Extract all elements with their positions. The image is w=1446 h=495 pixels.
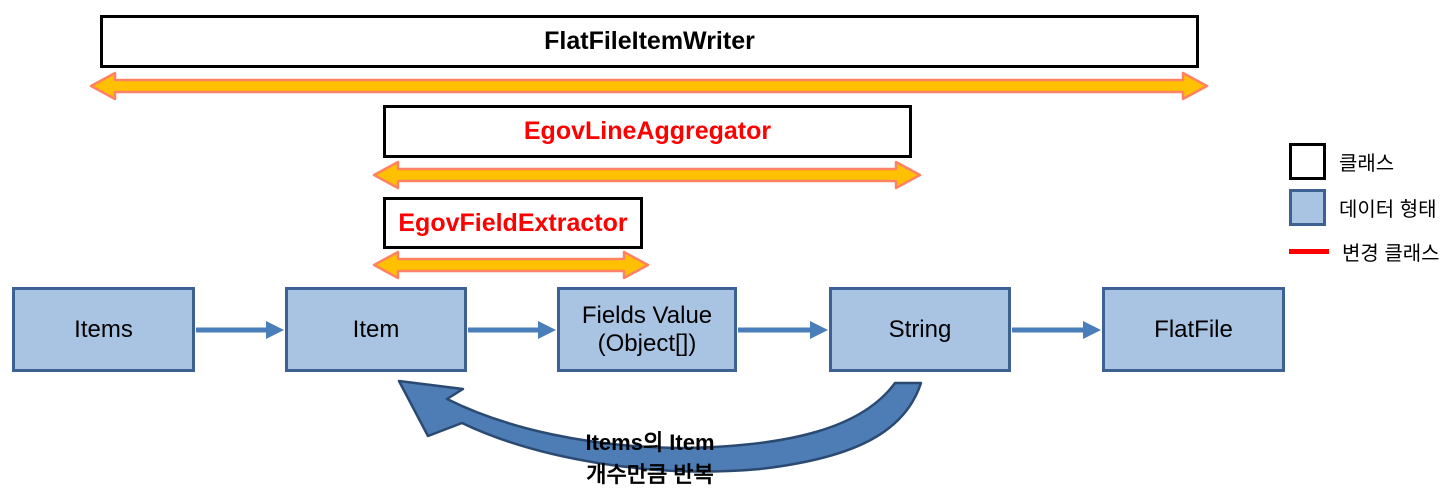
- data-node-string: String: [829, 287, 1011, 372]
- legend-item-changed-class: 변경 클래스: [1289, 236, 1440, 267]
- range-arrow-extractor-icon: [372, 250, 650, 280]
- data-box-swatch-icon: [1289, 189, 1326, 226]
- class-box-label: FlatFileItemWriter: [544, 27, 755, 55]
- legend-label: 클래스: [1339, 153, 1395, 175]
- data-node-items: Items: [12, 287, 195, 372]
- data-node-label: FlatFile: [1154, 315, 1233, 343]
- changed-class-line-swatch-icon: [1289, 249, 1329, 254]
- legend-item-data-format: 데이터 형태: [1289, 189, 1437, 226]
- legend-label: 변경 클래스: [1342, 243, 1440, 265]
- data-node-item: Item: [285, 287, 467, 372]
- range-arrow-aggregator-icon: [372, 160, 922, 190]
- flow-arrow-icon: [196, 321, 284, 339]
- loop-annotation-line1: Items의 Item: [585, 430, 715, 455]
- class-box-swatch-icon: [1289, 143, 1326, 180]
- data-node-label: String: [888, 315, 952, 343]
- flow-arrow-icon: [1012, 321, 1101, 339]
- class-box-label: EgovLineAggregator: [523, 117, 772, 145]
- range-arrow-writer-icon: [89, 71, 1209, 101]
- flow-arrow-icon: [738, 321, 828, 339]
- class-box-egovfieldextractor: EgovFieldExtractor: [383, 197, 643, 249]
- data-node-flatfile: FlatFile: [1102, 287, 1285, 372]
- class-box-flatfileitemwriter: FlatFileItemWriter: [100, 15, 1199, 68]
- loop-back-arrow-icon: [397, 379, 923, 473]
- class-box-egovlineaggregator: EgovLineAggregator: [383, 105, 912, 158]
- loop-annotation-line2: 개수만큼 반복: [586, 461, 714, 487]
- class-box-label: EgovFieldExtractor: [398, 208, 628, 237]
- data-node-fields-value: Fields Value (Object[]): [557, 287, 737, 372]
- flow-arrow-icon: [468, 321, 556, 339]
- loop-annotation: Items의 Item 개수만큼 반복: [528, 427, 772, 491]
- data-node-label: Item: [352, 315, 400, 343]
- legend-label: 데이터 형태: [1339, 199, 1437, 221]
- data-node-label: Fields Value (Object[]): [581, 301, 713, 357]
- data-node-label: Items: [74, 315, 133, 343]
- legend-item-class: 클래스: [1289, 143, 1394, 180]
